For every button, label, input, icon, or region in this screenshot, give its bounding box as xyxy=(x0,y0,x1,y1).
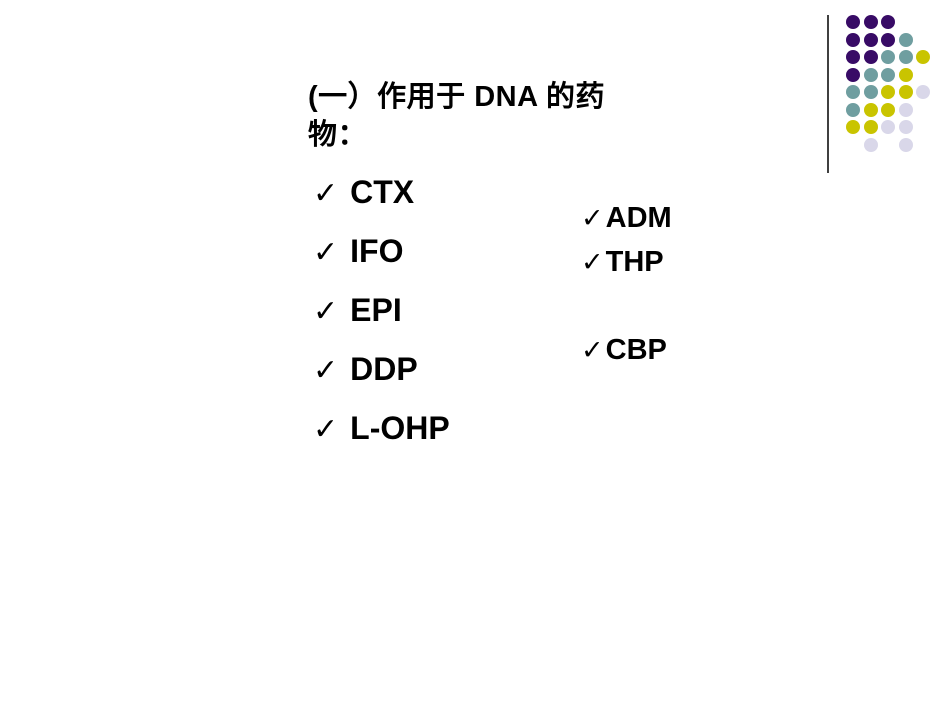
decor-dot xyxy=(846,85,860,99)
decor-dot xyxy=(881,85,895,99)
decor-dot xyxy=(846,102,860,117)
decor-dot xyxy=(898,85,913,99)
drug-label: ADM xyxy=(605,202,672,234)
decor-dot-empty xyxy=(916,33,930,47)
decor-dot xyxy=(846,120,860,134)
decor-dot-empty xyxy=(846,138,860,152)
drug-label: EPI xyxy=(350,292,402,328)
list-item: ✓ CBP xyxy=(581,328,672,372)
checkmark-icon: ✓ xyxy=(581,335,604,365)
decor-dot xyxy=(863,85,878,99)
decor-dot xyxy=(863,102,878,117)
drug-label: CBP xyxy=(605,334,667,366)
slide-title-line1: (一）作用于 DNA 的药 xyxy=(308,81,606,113)
decor-dot xyxy=(881,120,895,134)
decor-dot xyxy=(881,67,895,82)
decor-dot-empty xyxy=(916,15,930,29)
decor-dot xyxy=(863,50,878,64)
decor-dot-empty xyxy=(916,68,930,82)
list-item: ✓ ADM xyxy=(581,196,672,240)
decor-dot xyxy=(881,15,895,29)
decor-dot xyxy=(881,102,895,117)
decor-dot xyxy=(898,137,913,152)
decor-dot xyxy=(846,67,860,82)
decor-dot xyxy=(898,102,913,117)
drug-list-left: ✓ CTX ✓ IFO ✓ EPI ✓ DDP ✓ L-OHP xyxy=(313,174,450,448)
decor-dot xyxy=(846,15,860,29)
decor-dot xyxy=(898,32,913,47)
checkmark-icon: ✓ xyxy=(581,203,604,233)
list-item: ✓ DDP xyxy=(313,351,450,389)
list-item: ✓ CTX xyxy=(313,174,450,212)
list-item: ✓ L-OHP xyxy=(313,410,450,448)
decor-dot-empty xyxy=(916,138,930,152)
checkmark-icon: ✓ xyxy=(313,413,339,446)
drug-label: IFO xyxy=(350,233,404,269)
slide-title: (一）作用于 DNA 的药 物： xyxy=(308,78,605,154)
slide-title-line2: 物： xyxy=(308,119,368,151)
decor-dot xyxy=(916,85,930,99)
decor-dot-empty xyxy=(916,120,930,134)
decor-dot xyxy=(916,50,930,64)
decor-dot xyxy=(863,67,878,82)
drug-label: CTX xyxy=(350,174,415,210)
decor-dot xyxy=(898,50,913,64)
drug-label: DDP xyxy=(350,351,418,387)
decor-dot xyxy=(898,120,913,134)
decor-dot xyxy=(863,32,878,47)
drug-list-right: ✓ ADM ✓ THP ✓ CBP xyxy=(581,196,672,372)
decor-dot-empty xyxy=(916,103,930,117)
decor-vertical-line xyxy=(827,15,829,173)
decor-dot-grid xyxy=(846,15,934,155)
checkmark-icon: ✓ xyxy=(313,354,339,387)
decor-dot xyxy=(863,15,878,29)
decor-dot-empty xyxy=(881,138,895,152)
checkmark-icon: ✓ xyxy=(313,236,339,269)
decor-dot xyxy=(863,137,878,152)
checkmark-icon: ✓ xyxy=(581,247,604,277)
checkmark-icon: ✓ xyxy=(313,177,339,210)
decor-dot xyxy=(898,67,913,82)
list-item: ✓ IFO xyxy=(313,233,450,271)
drug-label: THP xyxy=(605,246,664,278)
drug-label: L-OHP xyxy=(350,410,450,446)
decor-dot xyxy=(863,120,878,134)
decor-dot xyxy=(881,32,895,47)
decor-dot xyxy=(881,50,895,64)
checkmark-icon: ✓ xyxy=(313,295,339,328)
list-item: ✓ THP xyxy=(581,240,672,284)
decor-dot-empty xyxy=(899,15,913,29)
decor-dot xyxy=(846,50,860,64)
list-item: ✓ EPI xyxy=(313,292,450,330)
decor-dot xyxy=(846,32,860,47)
